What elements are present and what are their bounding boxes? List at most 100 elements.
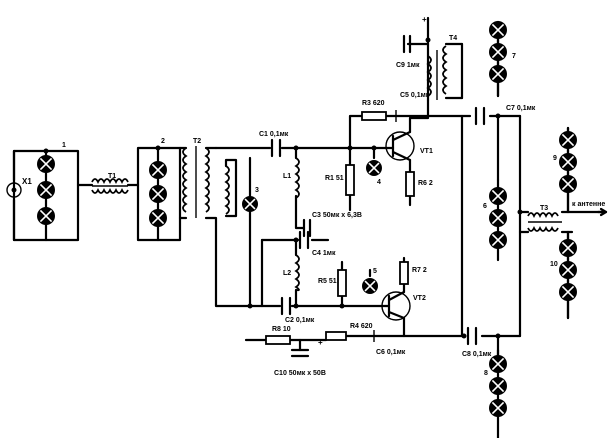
led-icon [37,181,55,199]
transformer-t4 [426,42,464,100]
label-t2: T2 [193,138,201,145]
label-c1: C1 0,1мк [259,131,289,138]
capacitor-c9 [402,34,412,54]
label-c8: C8 0,1мк [462,351,492,358]
led-icon [489,377,507,395]
capacitor-c10 [290,348,310,358]
junction-dot [495,333,501,339]
junction-dot [495,113,501,119]
led-icon [362,278,378,294]
wire-t2-bus [204,216,254,308]
resistor-r8 [265,335,291,345]
label-r1: R1 51 [325,175,344,182]
label-c3: C3 50мк x 6,3В [312,212,362,219]
transistor-vt2 [381,290,411,321]
label-n9: 9 [553,155,557,162]
wire-t3-left [518,210,530,234]
led-icon [489,187,507,205]
junction-dot [347,145,353,151]
label-r7: R7 2 [412,267,427,274]
led-icon [559,283,577,301]
label-t4: T4 [449,35,457,42]
label-n4: 4 [377,179,381,186]
led-icon [149,185,167,203]
led-icon [366,160,382,176]
junction-dot [293,303,299,309]
label-plus-bottom: + [318,338,323,347]
label-r3: R3 620 [362,100,385,107]
label-c6: C6 0,1мк [376,349,406,356]
label-n5: 5 [373,268,377,275]
label-c4: C4 1мк [312,250,336,257]
label-c2: C2 0,1мк [285,317,315,324]
wire-c3-branch [294,194,306,230]
led-icon [37,207,55,225]
junction-dot [461,333,467,339]
label-vt2: VT2 [413,295,426,302]
led-icon [489,21,507,39]
label-t1: T1 [108,173,116,180]
label-c7: C7 0,1мк [506,105,536,112]
led-icon [559,239,577,257]
label-n7: 7 [512,53,516,60]
junction-dot [293,237,299,243]
label-r4: R4 620 [350,323,373,330]
inductor-l2 [294,254,300,292]
capacitor-c8 [466,326,478,346]
resistor-r4 [325,331,347,341]
led-icon [489,399,507,417]
label-c5: C5 0,1мк [400,92,430,99]
led-icon [149,209,167,227]
label-r8: R8 10 [272,326,291,333]
junctions [43,37,523,339]
led-icon [242,196,258,212]
led-icon [559,131,577,149]
resistor-r7 [399,261,409,285]
transistor-vt1 [384,130,415,162]
led-icon [559,261,577,279]
wire-r3 [348,114,364,150]
label-t3: T3 [540,205,548,212]
led-icon [559,153,577,171]
capacitor-c2 [280,296,292,316]
resistor-r5 [337,269,347,297]
led-icon [489,231,507,249]
label-l2: L2 [283,270,291,277]
junction-dot [517,209,523,215]
junction-dot [43,148,49,154]
wire-vt1-collector [408,98,430,134]
led-icon [489,43,507,61]
transformer-t2 [182,146,238,218]
label-c9: C9 1мк [396,62,420,69]
led-icon [489,355,507,373]
inductor-l1 [294,157,300,199]
junction-dot [293,145,299,151]
led-icon [489,209,507,227]
label-n6: 6 [483,203,487,210]
resistor-r6 [405,171,415,197]
transformer-t1 [91,178,129,194]
led-icon [559,175,577,193]
led-icon [489,65,507,83]
junction-dot [155,145,161,151]
label-vt1: VT1 [420,148,433,155]
led-icon [37,155,55,173]
label-n8: 8 [484,370,488,377]
junction-dot [371,145,377,151]
transformer-t3 [527,207,608,232]
label-n1: 1 [62,142,66,149]
junction-dot [425,37,431,43]
led-icon [149,161,167,179]
wire-block2-frame [136,146,182,242]
capacitor-c3 [302,218,312,238]
junction-dot [247,303,253,309]
resistor-r3 [361,111,387,121]
led-stacks [37,21,577,417]
label-c10: C10 50мк x 50В [274,370,326,377]
label-n3: 3 [255,187,259,194]
label-x1: X1 [22,177,32,186]
label-plus-top: + [422,15,427,24]
